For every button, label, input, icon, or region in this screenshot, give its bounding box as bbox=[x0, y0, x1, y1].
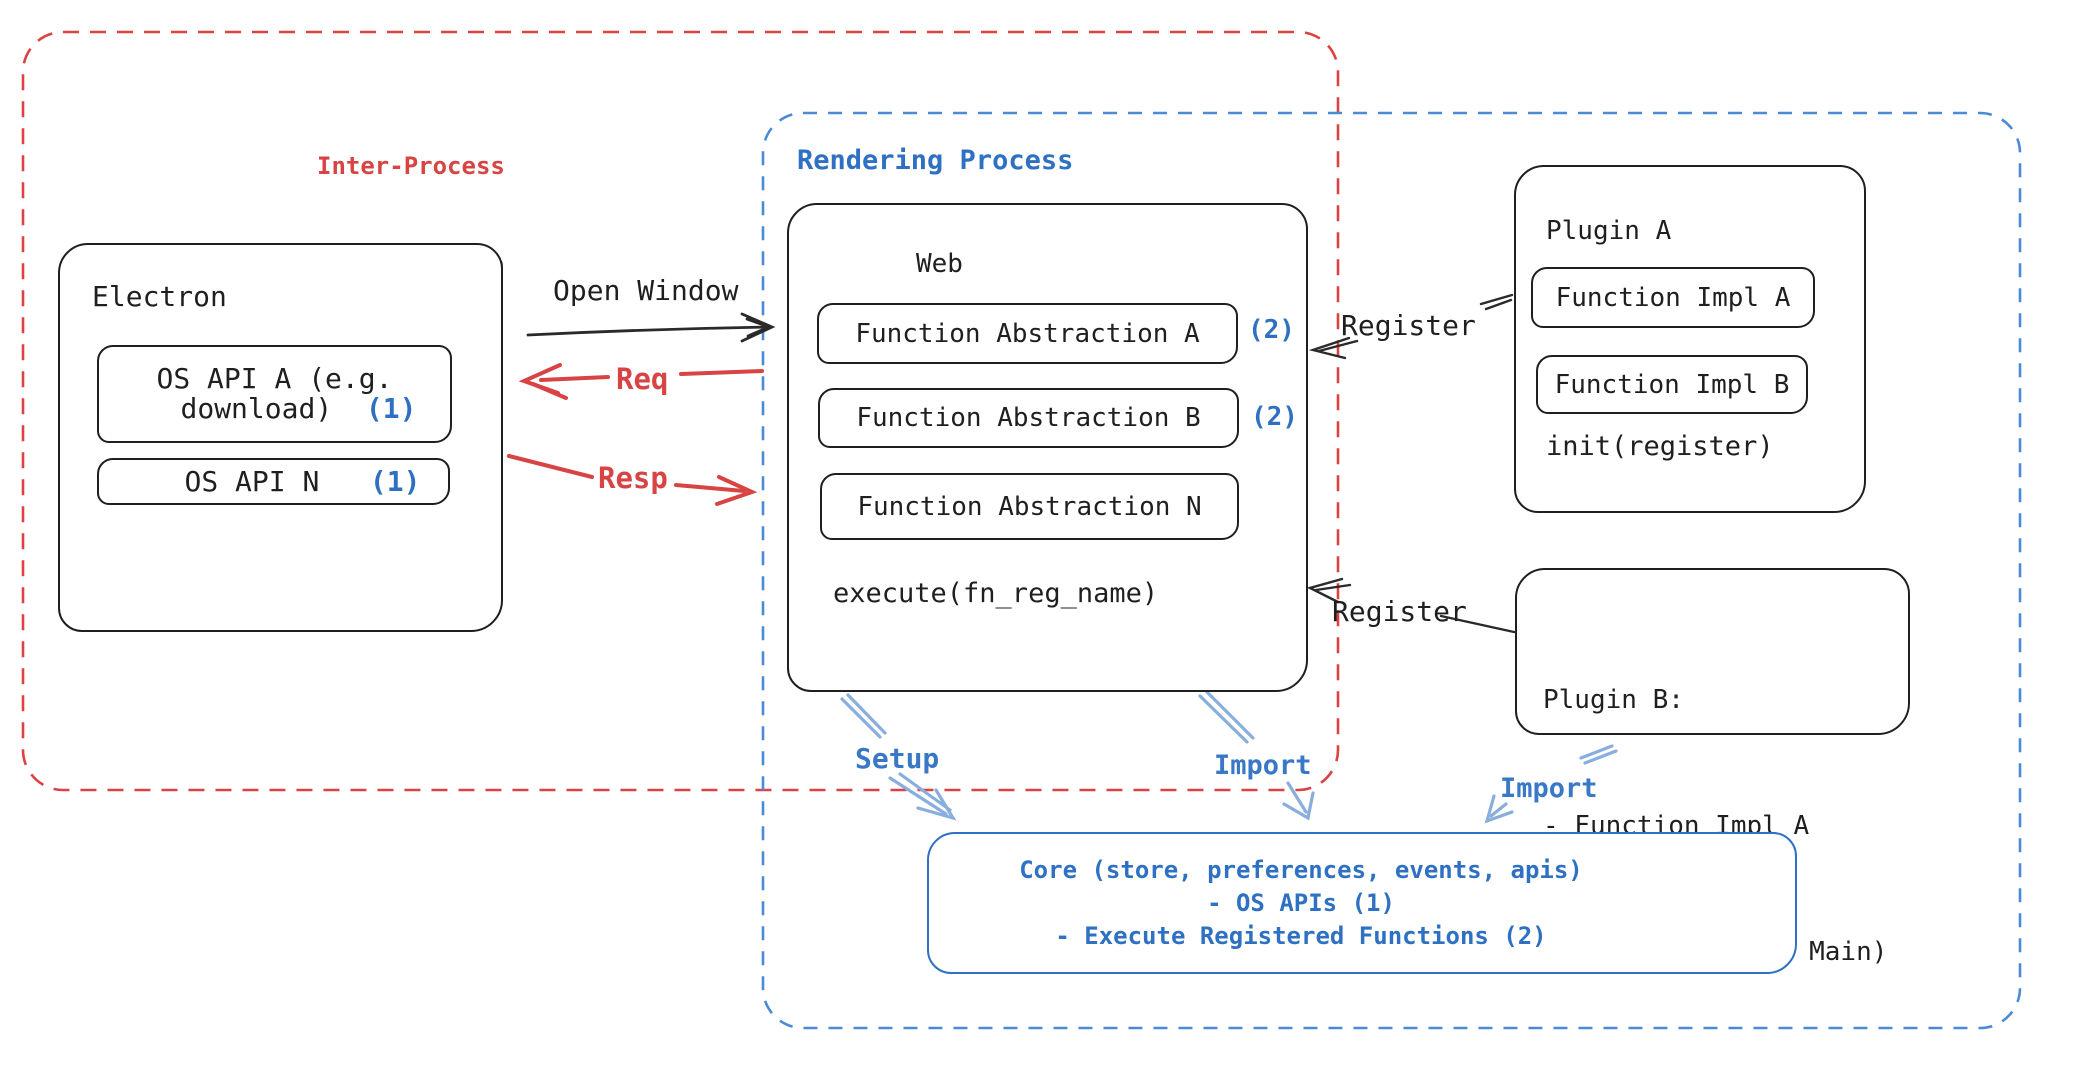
execute-call-text: execute(fn_reg_name) bbox=[833, 578, 1159, 609]
os-api-a-ref: (1) bbox=[365, 392, 417, 425]
function-abstraction-n-label: Function Abstraction N bbox=[857, 491, 1202, 522]
register-plugin-a-label: Register bbox=[1341, 309, 1476, 342]
function-impl-b-box: Function Impl B bbox=[1536, 355, 1808, 414]
os-api-a-box: OS API A (e.g. download) (1) bbox=[97, 345, 452, 443]
plugin-b-box bbox=[1515, 568, 1910, 735]
os-api-n-label: OS API N (1) bbox=[184, 465, 421, 498]
function-abstraction-b-box: Function Abstraction B bbox=[818, 388, 1239, 448]
core-line-2: - OS APIs (1) bbox=[1207, 888, 1395, 917]
init-register-text: init(register) bbox=[1546, 431, 1774, 462]
core-line-1: Core (store, preferences, events, apis) bbox=[1019, 855, 1583, 884]
open-window-arrow bbox=[526, 312, 776, 343]
req-label: Req bbox=[616, 362, 669, 396]
setup-label: Setup bbox=[855, 742, 940, 775]
core-box: Core (store, preferences, events, apis) … bbox=[927, 832, 1797, 974]
function-abstraction-a-label: Function Abstraction A bbox=[855, 318, 1200, 349]
function-impl-b-label: Function Impl B bbox=[1554, 369, 1790, 400]
function-abstraction-a-ref: (2) bbox=[1248, 315, 1295, 345]
open-window-label: Open Window bbox=[553, 274, 739, 307]
function-abstraction-b-label: Function Abstraction B bbox=[856, 403, 1201, 433]
core-line-3: - Execute Registered Functions (2) bbox=[1055, 921, 1547, 950]
function-impl-a-label: Function Impl A bbox=[1555, 282, 1791, 313]
plugin-a-box bbox=[1514, 165, 1866, 513]
web-title: Web bbox=[916, 249, 963, 279]
function-abstraction-b-ref: (2) bbox=[1251, 402, 1298, 432]
function-abstraction-n-box: Function Abstraction N bbox=[820, 473, 1239, 540]
function-impl-a-box: Function Impl A bbox=[1531, 267, 1815, 328]
register-plugin-b-label: Register bbox=[1332, 595, 1467, 628]
os-api-n-ref: (1) bbox=[369, 465, 421, 498]
function-abstraction-a-box: Function Abstraction A bbox=[817, 303, 1238, 364]
plugin-a-title: Plugin A bbox=[1546, 216, 1672, 246]
plugin-b-title: Plugin B: bbox=[1543, 685, 1684, 715]
os-api-a-line2: download) (1) bbox=[180, 392, 417, 425]
electron-title: Electron bbox=[92, 280, 227, 313]
resp-label: Resp bbox=[598, 461, 668, 495]
import-web-label: Import bbox=[1214, 750, 1312, 781]
os-api-n-box: OS API N (1) bbox=[97, 458, 450, 505]
plugin-b-text: Plugin B: - Function Impl A - Module (ru… bbox=[1543, 595, 1887, 1057]
import-plugin-b-label: Import bbox=[1500, 773, 1598, 804]
os-api-a-line1: OS API A (e.g. bbox=[156, 362, 393, 395]
rendering-process-label: Rendering Process bbox=[797, 145, 1074, 176]
